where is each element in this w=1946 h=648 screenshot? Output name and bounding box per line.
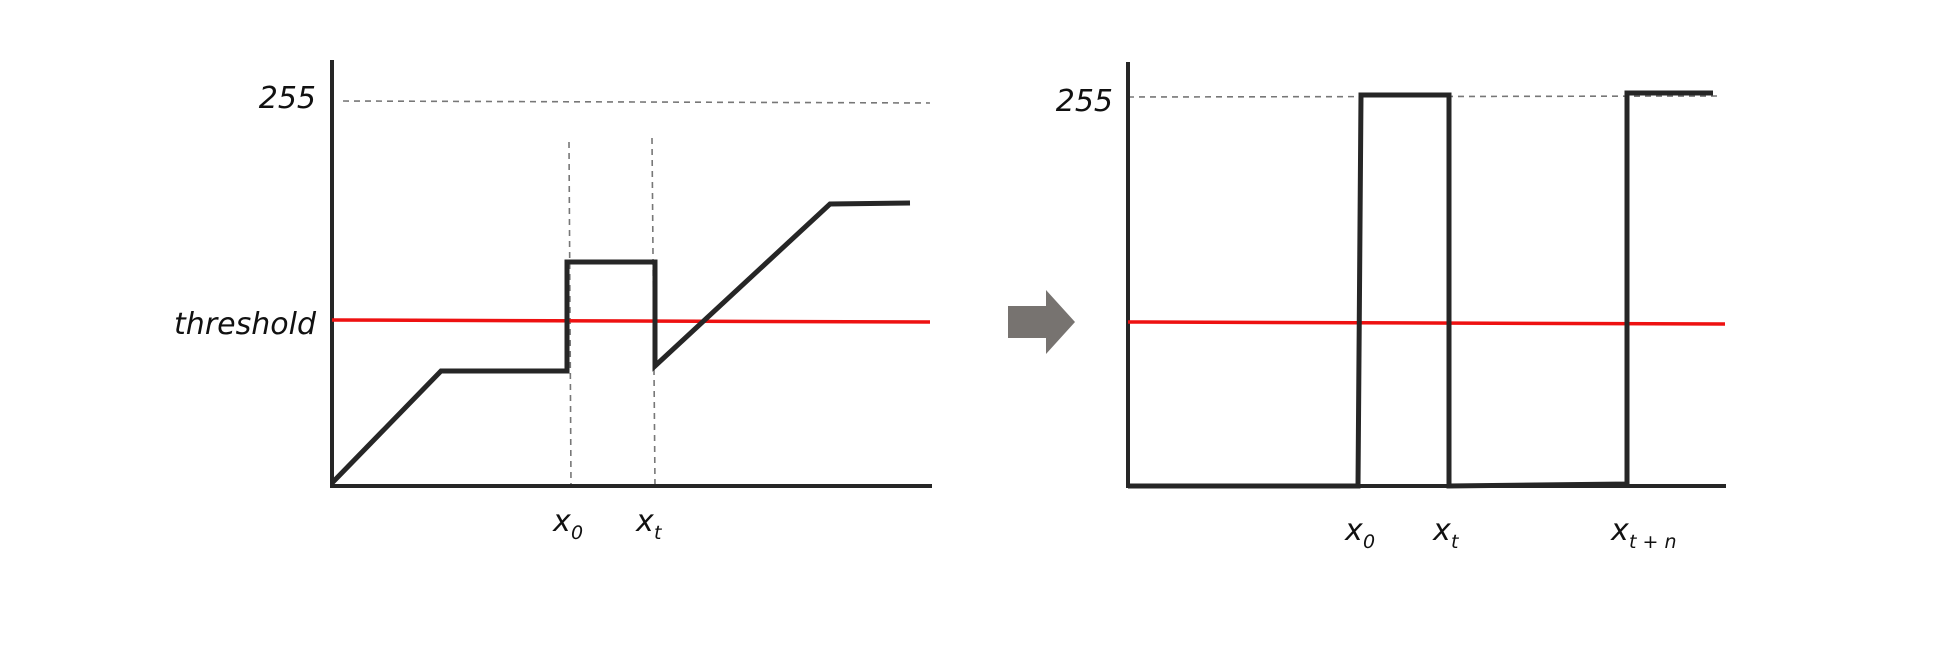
threshold-line [331, 318, 931, 324]
xt-base: x [635, 504, 654, 539]
right-xt-label: x t [1432, 513, 1460, 553]
right-x0-subscript: 0 [1363, 531, 1375, 553]
right-xtn-subscript: t + n [1629, 531, 1677, 553]
right-max-label: 255 [1056, 84, 1113, 119]
right-panel: 255 x 0 x t x t + n [1056, 62, 1726, 553]
left-max-label: 255 [259, 81, 316, 116]
right-xt-subscript: t [1451, 531, 1460, 553]
right-xtn-label: x t + n [1610, 513, 1677, 553]
threshold-label: threshold [174, 307, 317, 342]
right-arrow-icon [1008, 290, 1075, 354]
right-threshold-line [1127, 320, 1726, 326]
left-panel: 255 threshold x 0 x t [174, 60, 932, 544]
max-value-guide [342, 100, 931, 104]
x0-guide [568, 141, 572, 487]
right-x0-label: x 0 [1344, 513, 1375, 553]
right-xtn-base: x [1610, 513, 1629, 548]
input-signal [330, 200, 911, 485]
left-x0-label: x 0 [552, 504, 583, 544]
xt-subscript: t [654, 522, 663, 544]
right-x0-base: x [1344, 513, 1363, 548]
right-xt-base: x [1432, 513, 1451, 548]
xt-guide [651, 137, 656, 487]
x0-subscript: 0 [571, 522, 583, 544]
x0-base: x [552, 504, 571, 539]
binary-signal [1128, 90, 1713, 489]
left-xt-label: x t [635, 504, 663, 544]
